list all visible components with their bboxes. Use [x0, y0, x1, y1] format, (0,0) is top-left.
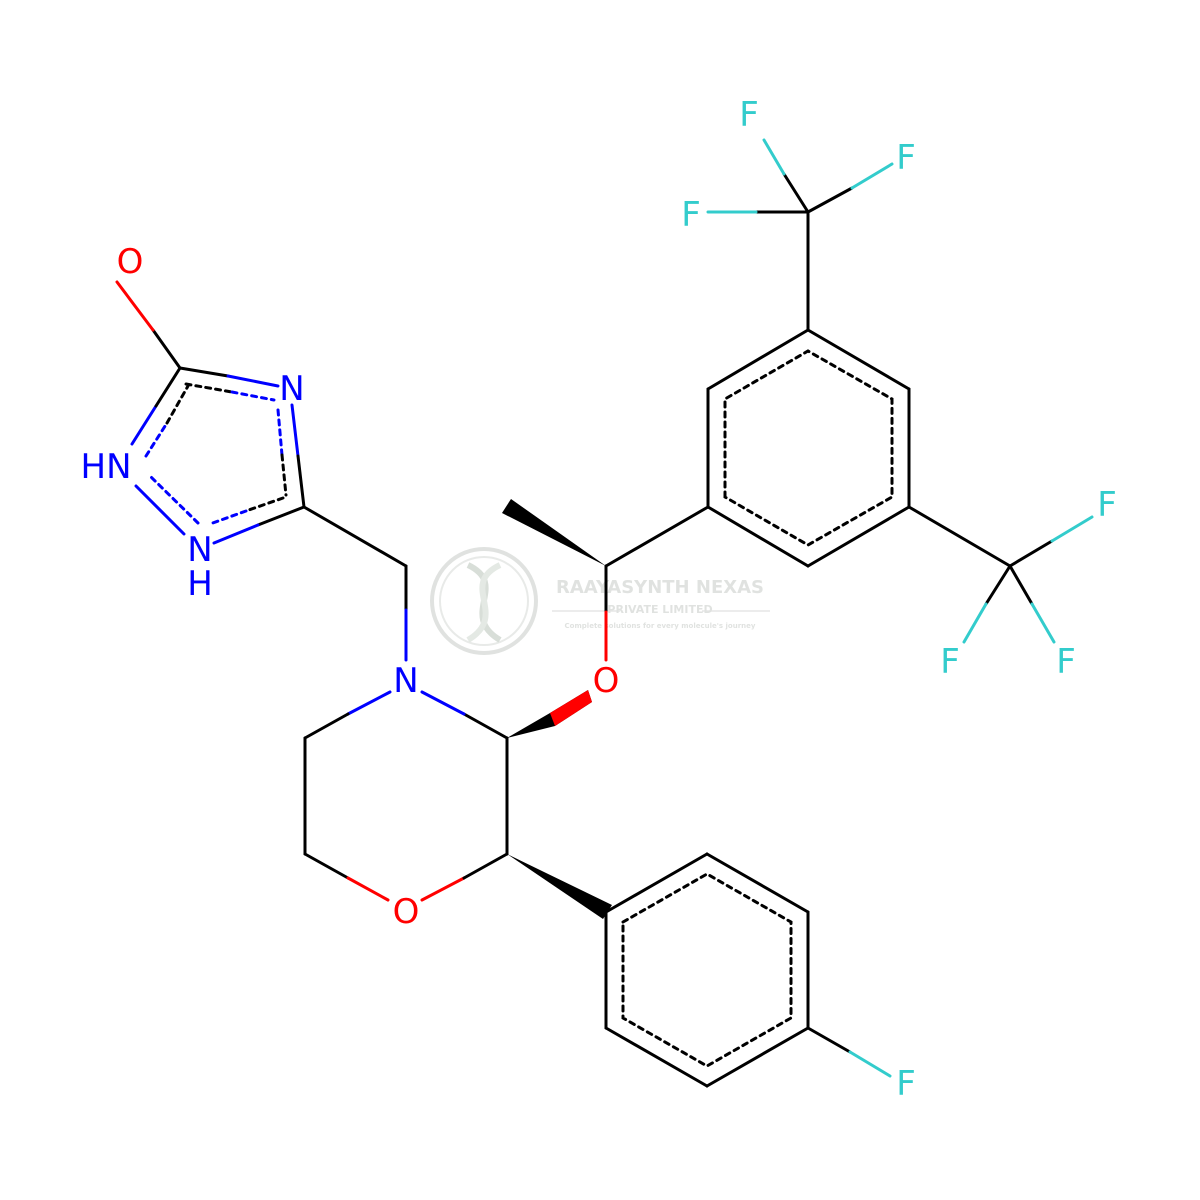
atom-labels: O N HN N H N O O F F F F F F F: [81, 95, 1117, 1104]
bond-c-o-carbonyl: [151, 328, 182, 370]
atom-f-top-left: F: [739, 95, 759, 135]
watermark-subtitle: PRIVATE LIMITED: [607, 603, 712, 616]
atom-n-morpholine: N: [393, 661, 418, 701]
atom-f-right-right: F: [1056, 642, 1076, 682]
bond-fph-1: [604, 852, 709, 914]
bond-o-c2-morph: [420, 876, 466, 902]
bond-c-nh: [256, 505, 306, 527]
bond-n-c: [290, 403, 300, 458]
atom-hn-triazole: HN: [81, 447, 132, 487]
bond-ring-ch2: [302, 505, 408, 568]
atom-nh-triazole-n: N: [187, 530, 212, 570]
atom-o-ether: O: [593, 661, 620, 701]
bond-c-n: [178, 366, 230, 378]
atom-o-carbonyl: O: [117, 242, 144, 282]
bond-c3-n-morph: [462, 712, 509, 740]
bond-nh-nh: [134, 484, 186, 536]
atom-f-top-mid: F: [681, 195, 701, 235]
atom-f-right-top: F: [1097, 485, 1117, 525]
atom-o-morpholine: O: [393, 892, 420, 932]
aromatic-ring-top: [723, 349, 894, 547]
watermark: RAAYASYNTH NEXAS PRIVATE LIMITED Complet…: [430, 547, 770, 655]
aromatic-ring-bottom: [621, 872, 793, 1068]
watermark-logo-ring: [430, 547, 538, 655]
bond-ch-aryl: [604, 505, 710, 568]
bond-c-f-para: [806, 1026, 852, 1054]
bond-n-ch2-morph: [346, 690, 392, 716]
watermark-name: RAAYASYNTH NEXAS: [556, 577, 764, 598]
atom-f-right-left: F: [940, 642, 960, 682]
watermark-tagline: Complete solutions for every molecule's …: [565, 622, 756, 630]
atom-n-triazole: N: [279, 369, 304, 409]
bond-ch2-o-morph: [303, 852, 350, 880]
atom-f-top-right: F: [896, 138, 916, 178]
bond-aryl-cf3-right: [907, 505, 1012, 568]
wedge-methyl: [502, 499, 606, 566]
bond-nh-c: [130, 404, 158, 446]
atom-nh-triazole-h: H: [187, 564, 213, 604]
bonds: [115, 138, 1094, 1088]
atom-f-para: F: [896, 1064, 916, 1104]
wedge-bonds: [502, 499, 612, 919]
wedge-c2-aryl: [507, 854, 612, 919]
watermark-logo-inner-ring: [439, 556, 529, 646]
